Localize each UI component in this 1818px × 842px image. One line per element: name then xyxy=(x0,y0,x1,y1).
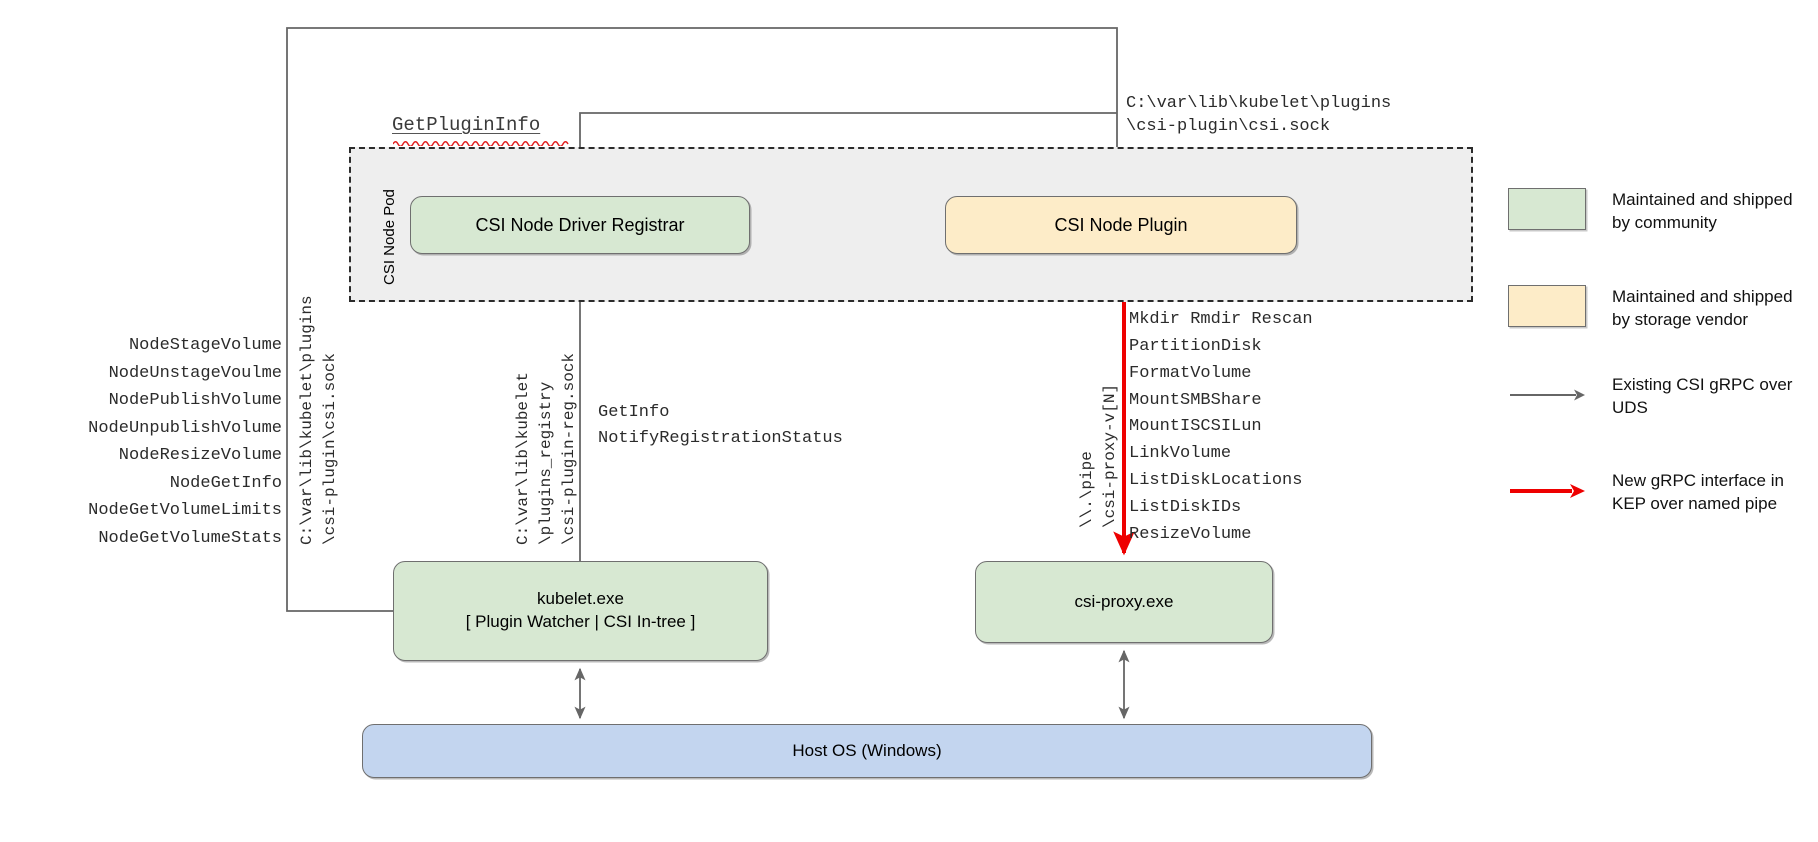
node-label-line1: kubelet.exe xyxy=(537,589,624,609)
legend-item-community: Maintained and shipped by community xyxy=(1508,188,1808,235)
csi-node-pod-label: CSI Node Pod xyxy=(381,189,398,285)
node-csi-node-driver-registrar[interactable]: CSI Node Driver Registrar xyxy=(410,196,750,254)
legend: Maintained and shipped by community Main… xyxy=(1508,188,1808,558)
node-csi-node-plugin[interactable]: CSI Node Plugin xyxy=(945,196,1297,254)
label-node-service-operations: NodeStageVolume NodeUnstageVoulme NodePu… xyxy=(88,336,282,548)
label-csi-sock-path-top: C:\var\lib\kubelet\plugins \csi-plugin\c… xyxy=(1126,94,1392,137)
csi-node-pod-label-wrap: CSI Node Pod xyxy=(381,189,477,302)
legend-swatch-green xyxy=(1508,188,1586,230)
node-label: CSI Node Driver Registrar xyxy=(475,214,685,235)
legend-label: Maintained and shipped by storage vendor xyxy=(1612,286,1793,329)
node-label: Host OS (Windows) xyxy=(792,740,942,760)
label-csi-proxy-operations: Mkdir Rmdir Rescan PartitionDisk FormatV… xyxy=(1129,310,1313,544)
legend-label: Maintained and shipped by community xyxy=(1612,190,1793,232)
legend-item-new-grpc: New gRPC interface in KEP over named pip… xyxy=(1508,470,1808,516)
label-get-plugin-info: GetPluginInfo xyxy=(392,114,541,136)
node-label-line2: [ Plugin Watcher | CSI In-tree ] xyxy=(465,612,696,631)
legend-label: New gRPC interface in KEP over named pip… xyxy=(1612,470,1784,513)
node-host-os[interactable]: Host OS (Windows) xyxy=(362,724,1372,778)
label-registration-operations: GetInfo NotifyRegistrationStatus xyxy=(598,403,843,449)
node-csi-proxy-exe[interactable]: csi-proxy.exe xyxy=(975,561,1273,643)
label-vertical-registration-sock-path: C:\var\lib\kubelet \plugins_registry \cs… xyxy=(514,352,579,545)
spellcheck-squiggle-icon xyxy=(393,141,569,146)
node-label: CSI Node Plugin xyxy=(1054,214,1188,235)
legend-item-existing-grpc: Existing CSI gRPC over UDS xyxy=(1508,374,1808,420)
legend-arrow-gray-icon xyxy=(1508,374,1586,416)
node-label: csi-proxy.exe xyxy=(1074,591,1174,611)
legend-swatch-amber xyxy=(1508,284,1586,327)
label-vertical-csi-sock-path: C:\var\lib\kubelet\plugins \csi-plugin\c… xyxy=(298,295,340,545)
legend-item-vendor: Maintained and shipped by storage vendor xyxy=(1508,284,1808,332)
legend-label: Existing CSI gRPC over UDS xyxy=(1612,374,1793,417)
label-vertical-named-pipe-path: \\.\pipe \csi-proxy-v[N] xyxy=(1078,383,1120,528)
legend-arrow-red-icon xyxy=(1508,470,1586,512)
node-kubelet-exe[interactable]: kubelet.exe [ Plugin Watcher | CSI In-tr… xyxy=(393,561,768,661)
